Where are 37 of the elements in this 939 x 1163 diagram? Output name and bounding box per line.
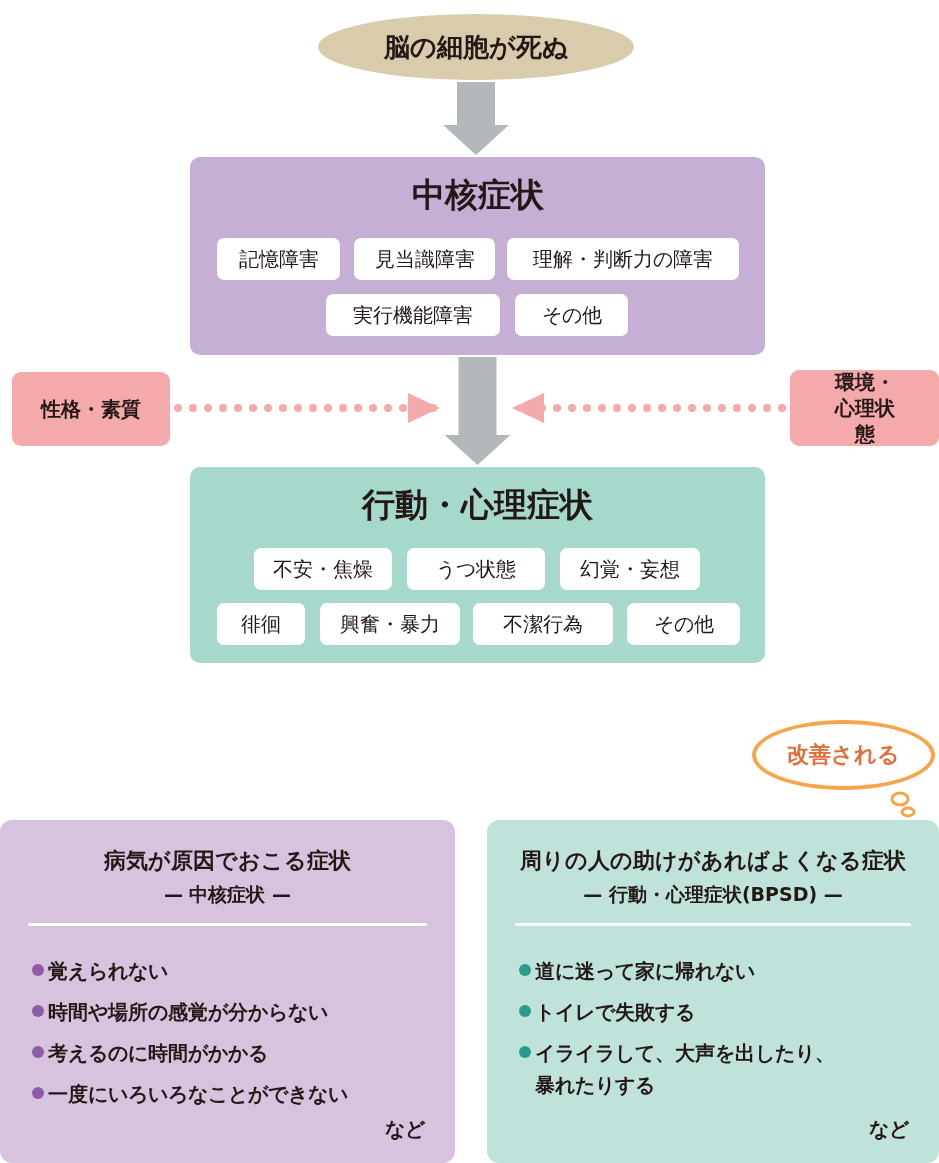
card-subheading: — 行動・心理症状(BPSD) — bbox=[582, 882, 844, 907]
symptom-tag: 理解・判断力の障害 bbox=[507, 238, 739, 280]
symptom-tag: 徘徊 bbox=[217, 603, 305, 645]
symptom-tag: 記憶障害 bbox=[217, 238, 340, 280]
etc-note: など bbox=[385, 1116, 425, 1143]
symptom-panel bbox=[190, 157, 765, 355]
symptom-tag: 不安・焦燥 bbox=[254, 548, 392, 590]
panel-heading: 中核症状 bbox=[410, 174, 545, 216]
card-subheading: — 中核症状 — bbox=[162, 882, 293, 907]
symptom-tag: 不潔行為 bbox=[473, 603, 613, 645]
etc-note: など bbox=[869, 1116, 909, 1143]
block-arrow bbox=[443, 82, 509, 155]
symptom-tag: うつ状態 bbox=[407, 548, 545, 590]
symptom-tag: 実行機能障害 bbox=[326, 294, 500, 336]
bullet-item: 覚えられない bbox=[48, 958, 169, 985]
bullet-item: 考えるのに時間がかかる bbox=[48, 1040, 269, 1067]
symptom-tag: 見当識障害 bbox=[354, 238, 495, 280]
cause-ellipse: 脳の細胞が死ぬ bbox=[318, 14, 634, 80]
thought-bubble: 改善される bbox=[752, 720, 935, 790]
block-arrow bbox=[444, 357, 511, 465]
symptom-tag: 幻覚・妄想 bbox=[560, 548, 700, 590]
symptom-tag: その他 bbox=[627, 603, 740, 645]
symptom-tag: その他 bbox=[515, 294, 628, 336]
card-heading: 病気が原因でおこる症状 bbox=[103, 847, 352, 875]
bullet-item: イライラして、大声を出したり、暴れたりする bbox=[535, 1040, 836, 1099]
panel-heading: 行動・心理症状 bbox=[360, 484, 594, 526]
bullet-item: 道に迷って家に帰れない bbox=[535, 958, 756, 985]
symptom-tag: 興奮・暴力 bbox=[320, 603, 460, 645]
bullet-item: 一度にいろいろなことができない bbox=[48, 1081, 349, 1108]
info-card bbox=[487, 820, 939, 1163]
bullet-item: トイレで失敗する bbox=[535, 999, 696, 1026]
card-heading: 周りの人の助けがあればよくなる症状 bbox=[519, 847, 907, 875]
factor-box: 環境・心理状態 bbox=[790, 370, 939, 446]
symptom-panel bbox=[190, 467, 765, 663]
bullet-item: 時間や場所の感覚が分からない bbox=[48, 999, 329, 1026]
factor-box: 性格・素質 bbox=[12, 372, 170, 446]
info-card bbox=[0, 820, 455, 1163]
